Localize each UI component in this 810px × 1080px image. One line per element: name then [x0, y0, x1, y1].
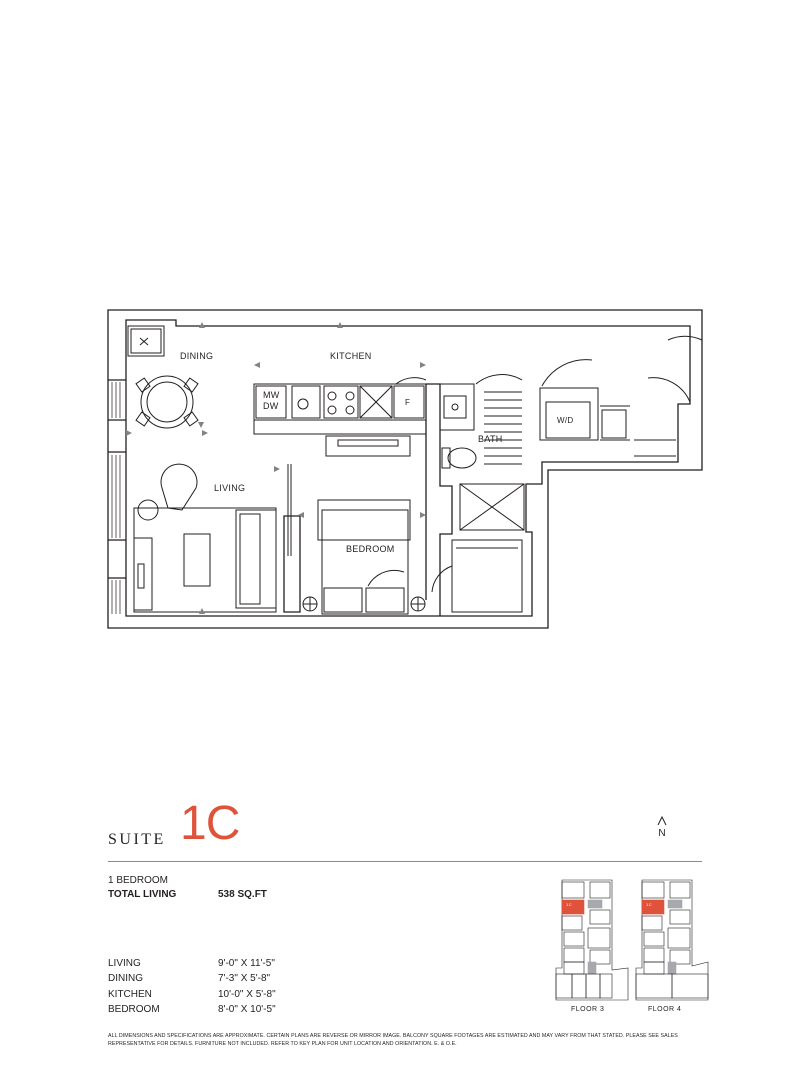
room-label-dining: DINING — [180, 351, 214, 361]
appliance-label-fridge: F — [405, 398, 411, 407]
key-plan-floor-4 — [635, 879, 709, 1001]
suite-word: SUITE — [108, 831, 166, 848]
dimension-room: KITCHEN — [108, 989, 152, 1000]
divider-rule — [108, 861, 702, 862]
suite-number: 1C — [180, 797, 240, 850]
outer-wall — [107, 309, 703, 629]
total-living-label: TOTAL LIVING — [108, 889, 177, 900]
room-label-living: LIVING — [214, 483, 246, 493]
total-living-value: 538 SQ.FT — [218, 889, 267, 900]
key-plan-unit-floor-4: 1C — [646, 902, 653, 907]
bedroom-count: 1 BEDROOM — [108, 875, 169, 886]
north-label: N — [658, 828, 666, 839]
room-label-bedroom: BEDROOM — [346, 544, 395, 554]
appliance-label-dw: DW — [263, 401, 279, 411]
dimension-room: LIVING — [108, 958, 141, 969]
dimension-room: BEDROOM — [108, 1004, 160, 1015]
appliance-label-washer-dryer: W/D — [557, 416, 574, 425]
appliance-label-mw: MW — [263, 390, 280, 400]
room-label-bath: BATH — [478, 434, 503, 444]
key-plan-label-floor-3: FLOOR 3 — [571, 1006, 605, 1013]
dimension-size: 10'-0" X 5'-8" — [218, 989, 276, 1000]
disclaimer: ALL DIMENSIONS AND SPECIFICATIONS ARE AP… — [108, 1033, 678, 1047]
dimension-size: 7'-3" X 5'-8" — [218, 973, 271, 984]
dimension-size: 9'-0" X 11'-5" — [218, 958, 275, 969]
key-plan-label-floor-4: FLOOR 4 — [648, 1006, 682, 1013]
north-arrow-icon — [657, 815, 667, 826]
key-plan-unit-floor-3: 1C — [566, 902, 573, 907]
dimension-room: DINING — [108, 973, 143, 984]
room-label-kitchen: KITCHEN — [330, 351, 372, 361]
key-plan-floor-3 — [555, 879, 629, 1001]
dimension-size: 8'-0" X 10'-5" — [218, 1004, 276, 1015]
inner-wall — [125, 319, 691, 617]
